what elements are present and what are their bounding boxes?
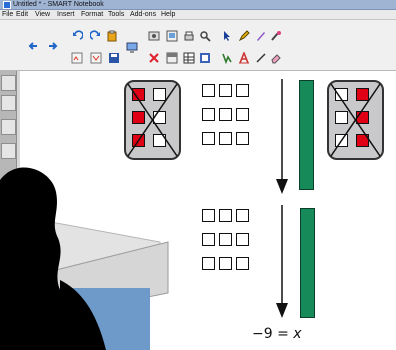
eraser-icon[interactable] [270,52,282,64]
redo-icon[interactable] [90,30,102,42]
menu-insert[interactable]: Insert [57,11,75,18]
page-prev-icon[interactable] [71,52,83,64]
green-bar[interactable] [300,208,315,318]
menu-help[interactable]: Help [161,11,176,18]
equation-variable: x [293,326,302,342]
menu-bar: File Edit View Insert Format Tools Add-o… [0,10,396,20]
equals-sign: = [277,326,289,342]
green-bar[interactable] [299,80,314,190]
white-tile[interactable] [202,84,215,97]
white-tile[interactable] [202,108,215,121]
red-tile[interactable] [356,88,369,101]
pen-icon[interactable] [238,30,250,42]
down-arrow [276,205,288,318]
white-tile[interactable] [219,257,232,270]
down-arrow [276,79,288,194]
white-tile[interactable] [202,132,215,145]
title-bar: Untitled * - SMART Notebook [0,0,396,10]
white-tile[interactable] [153,134,166,147]
forward-icon[interactable] [47,40,59,52]
paste-icon[interactable] [106,30,118,42]
print-icon[interactable] [183,30,195,42]
window-title: Untitled * - SMART Notebook [13,1,104,8]
magic-pen-icon[interactable] [270,30,282,42]
crossed-tile-group-left[interactable] [124,80,181,160]
undo-icon[interactable] [71,30,83,42]
white-tile[interactable] [236,209,249,222]
capture-icon[interactable] [148,30,160,42]
presenter-silhouette [0,167,169,350]
white-tile[interactable] [219,84,232,97]
white-tile[interactable] [236,84,249,97]
smart-notebook-icon [3,1,11,9]
magnifier-icon[interactable] [199,30,211,42]
red-tile[interactable] [132,111,145,124]
cross-out-mark [330,83,381,157]
text-icon[interactable] [238,52,250,64]
page-next-icon[interactable] [90,52,102,64]
menu-view[interactable]: View [35,11,51,18]
white-tile[interactable] [219,108,232,121]
page-sorter-icon[interactable] [1,75,16,91]
table-icon[interactable] [183,52,195,64]
white-tile[interactable] [202,209,215,222]
white-tile[interactable] [153,88,166,101]
white-tile[interactable] [236,132,249,145]
menu-file[interactable]: File [2,11,14,18]
screen-shade-icon[interactable] [166,52,178,64]
toolbar [0,20,396,71]
properties-icon[interactable] [1,143,16,159]
creative-pen-icon[interactable] [255,30,267,42]
white-tile[interactable] [219,233,232,246]
select-icon[interactable] [221,30,233,42]
screen-icon[interactable] [126,41,138,53]
delete-icon[interactable] [148,52,160,64]
save-icon[interactable] [108,52,120,64]
menu-edit[interactable]: Edit [16,11,29,18]
white-tile[interactable] [202,257,215,270]
equation[interactable]: −9 = x [252,326,302,342]
cross-out-mark [127,83,178,157]
white-tile[interactable] [335,111,348,124]
white-tile[interactable] [219,209,232,222]
menu-format[interactable]: Format [81,11,104,18]
white-tile[interactable] [236,257,249,270]
white-tile[interactable] [219,132,232,145]
back-icon[interactable] [27,40,39,52]
crossed-tile-group-right[interactable] [327,80,384,160]
attachments-icon[interactable] [1,119,16,135]
menu-addons[interactable]: Add-ons [130,11,157,18]
line-icon[interactable] [255,52,267,64]
fullscreen-icon[interactable] [199,52,211,64]
white-tile[interactable] [236,108,249,121]
white-tile[interactable] [236,233,249,246]
gallery-icon[interactable] [1,95,16,111]
equation-constant: −9 [252,326,273,342]
white-tile[interactable] [202,233,215,246]
menu-tools[interactable]: Tools [108,11,125,18]
red-tile[interactable] [356,134,369,147]
shapes-icon[interactable] [221,52,233,64]
document-camera-icon[interactable] [166,30,178,42]
